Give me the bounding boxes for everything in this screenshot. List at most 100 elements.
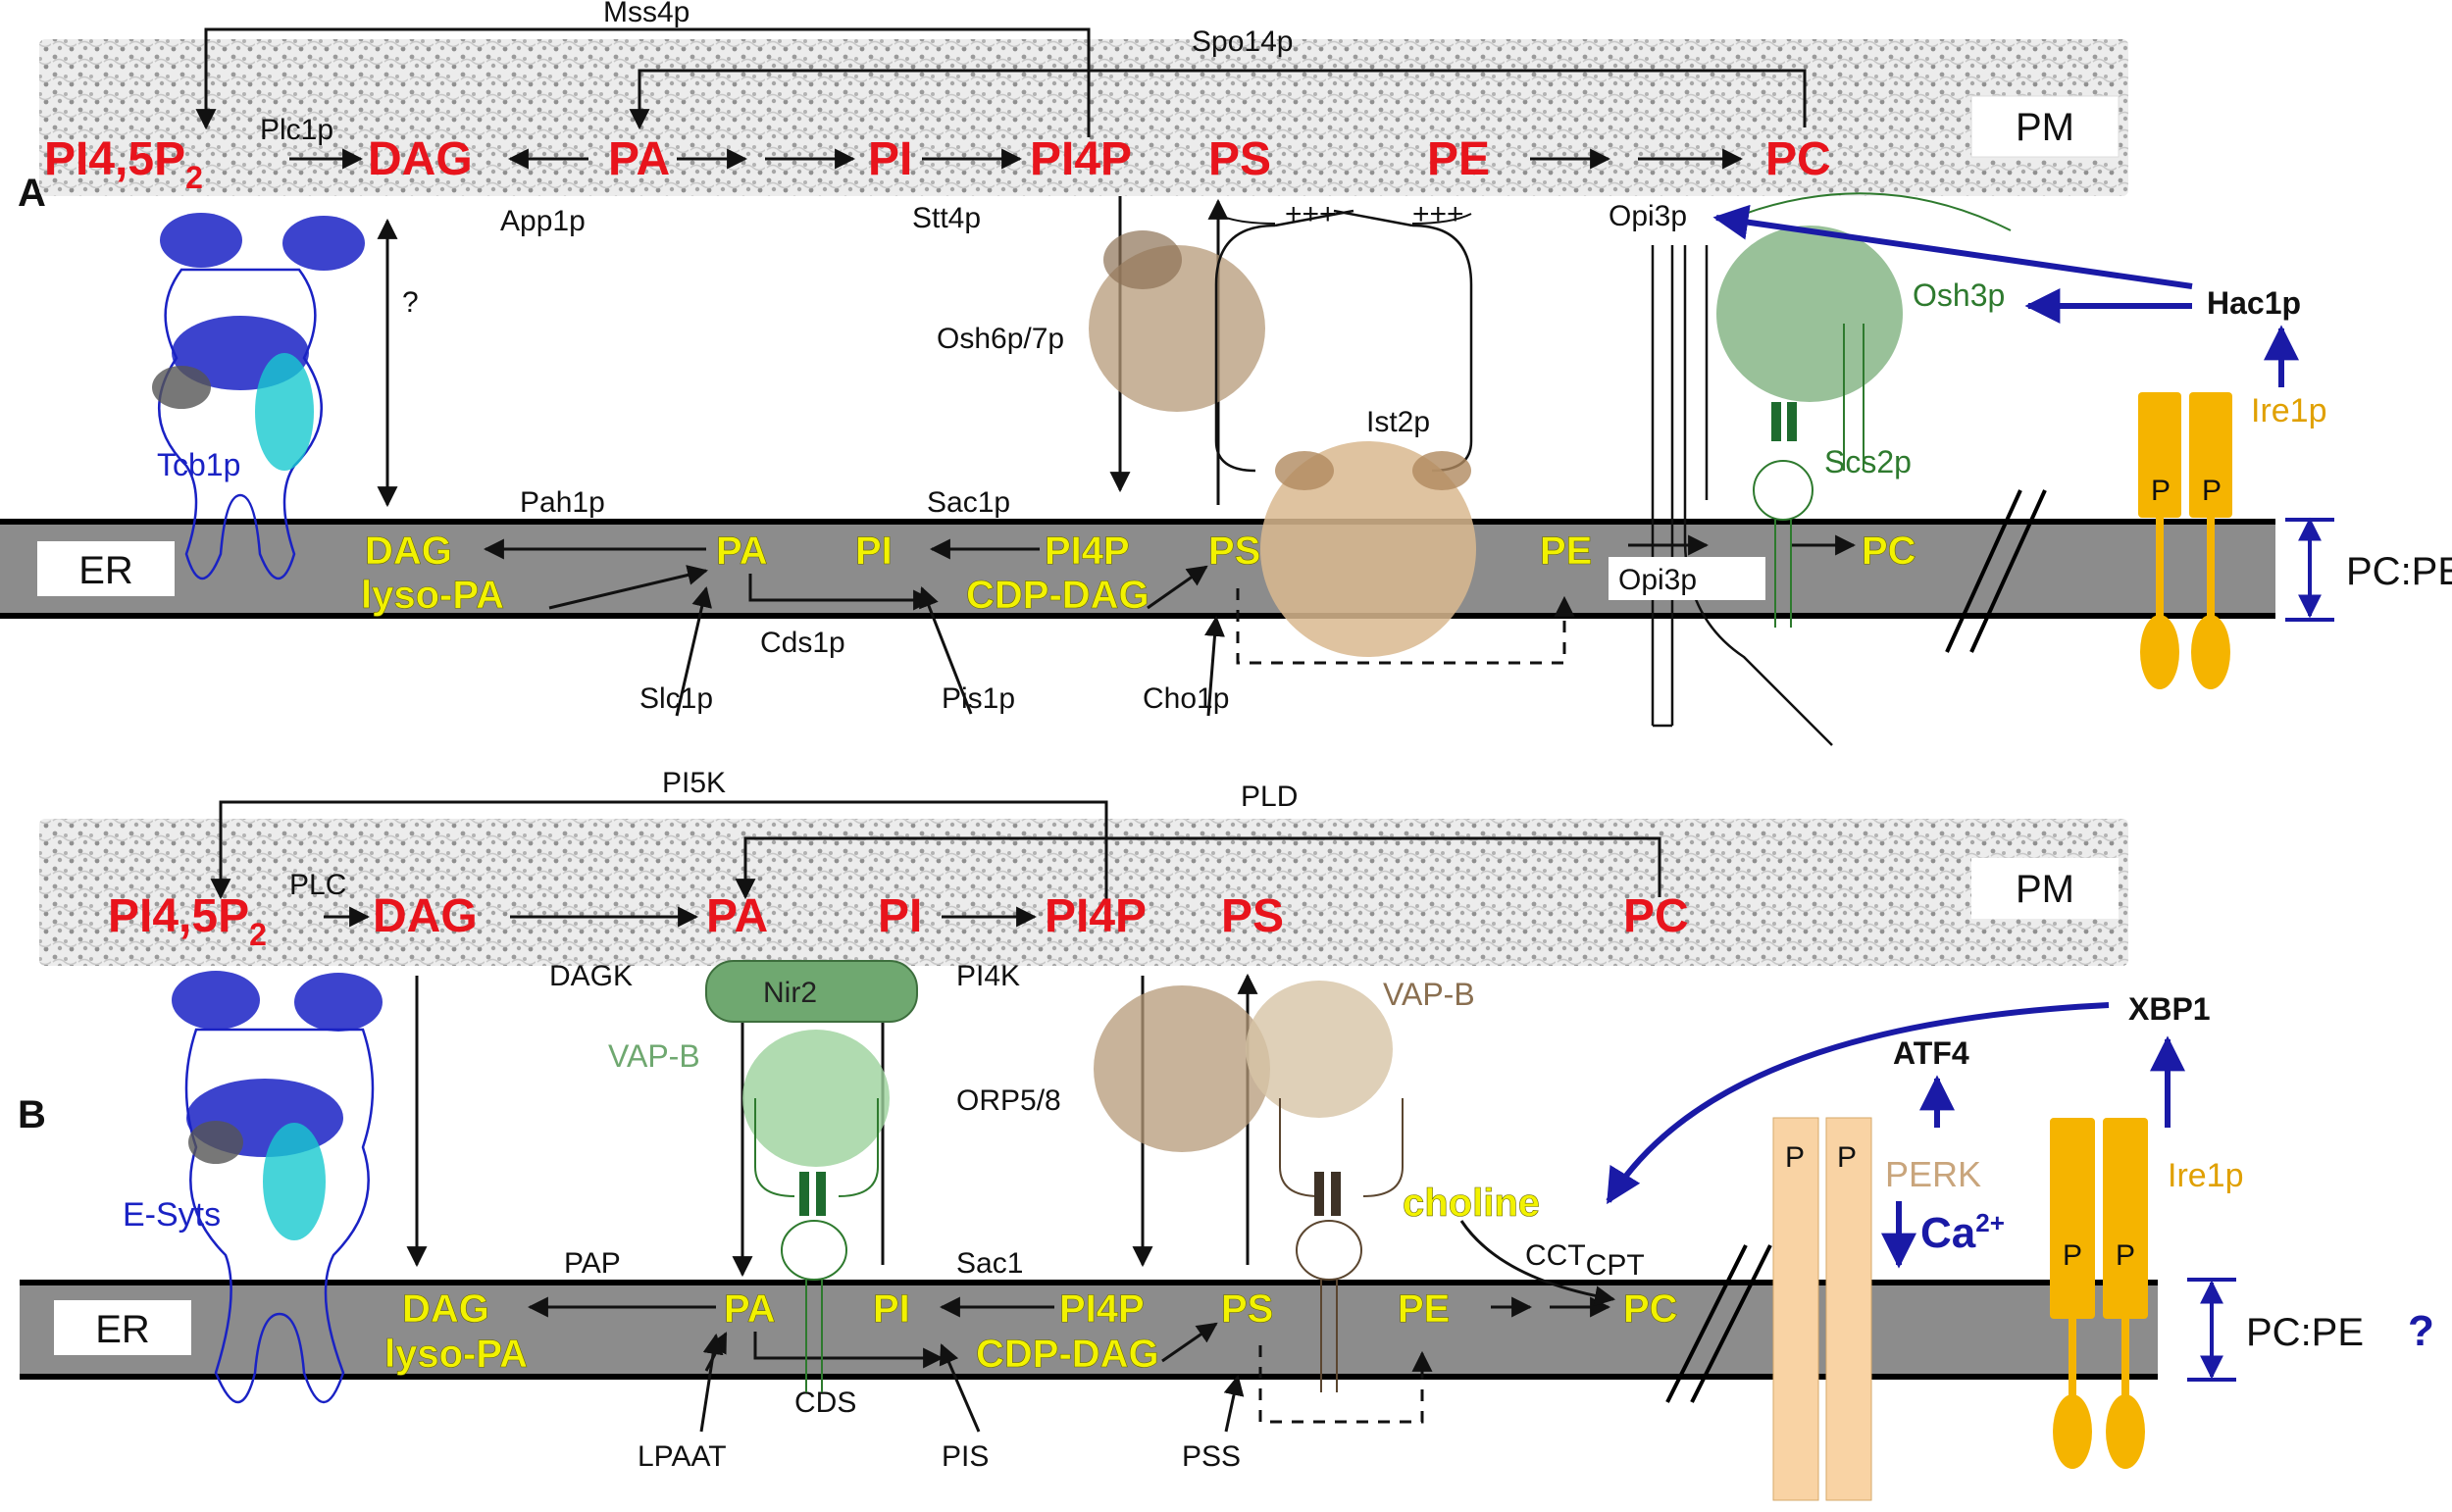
- pm-lipid-pc: PC: [1765, 133, 1831, 185]
- enzyme-stt4p: Stt4p: [912, 202, 981, 234]
- perk-label: PERK: [1885, 1154, 1981, 1194]
- er-lipid-pi4p-b: PI4P: [1059, 1287, 1145, 1331]
- pm-lipid-ps: PS: [1208, 133, 1271, 185]
- plus-right: +++: [1412, 198, 1464, 230]
- er-membrane-a: [0, 522, 2275, 616]
- signal-arrows-b: [1606, 1002, 2236, 1382]
- xbp1-label: XBP1: [2128, 991, 2211, 1027]
- enzyme-plc1p: Plc1p: [260, 114, 333, 146]
- calcium-label: Ca2+: [1920, 1208, 2005, 1257]
- enzyme-pld: PLD: [1241, 781, 1298, 813]
- perk-p1: P: [1785, 1141, 1805, 1174]
- perk-dimer: [1772, 1117, 1872, 1501]
- er-lipid-cdp-dag: CDP-DAG: [966, 574, 1149, 617]
- esyts-label: E-Syts: [123, 1196, 221, 1234]
- ratio-label-a: PC:PE: [2346, 550, 2452, 593]
- question-mark-a: ?: [402, 286, 419, 319]
- pm-lipid-pa-b: PA: [706, 890, 768, 942]
- vap-b-left-label: VAP-B: [608, 1038, 700, 1074]
- esyts-protein: [172, 971, 383, 1404]
- opi3p-er-label: Opi3p: [1618, 564, 1697, 596]
- pm-lipid-pi4p: PI4P: [1030, 133, 1132, 185]
- pm-lipid-ps-b: PS: [1221, 890, 1284, 942]
- er-lipid-ps-b: PS: [1221, 1287, 1273, 1331]
- signal-arrows-a: [1712, 204, 2334, 622]
- pm-lipid-pip2-b: PI4,5P2: [108, 890, 267, 952]
- panel-a: A PM Mss4p Spo14p PI4,5P2 DAG PA PI PI4P…: [0, 0, 2452, 746]
- plus-left: +++: [1285, 198, 1337, 230]
- enzyme-pis: PIS: [942, 1440, 989, 1473]
- enzyme-osh6p-7p: Osh6p/7p: [937, 323, 1064, 355]
- pm-lipid-pi-b: PI: [878, 890, 922, 942]
- mss4p-loop: [195, 27, 1807, 137]
- pi5k-pld-loops: [210, 800, 1661, 902]
- pm-lipid-pi4p-b: PI4P: [1045, 890, 1147, 942]
- enzyme-cds: CDS: [794, 1386, 856, 1419]
- ire1p-label-a: Ire1p: [2251, 392, 2327, 429]
- ire1p-label-b: Ire1p: [2168, 1157, 2244, 1194]
- ist2p-protein: [1214, 209, 1476, 657]
- pm-lipid-dag: DAG: [368, 133, 473, 185]
- ire1-p-right: P: [2202, 475, 2222, 507]
- tcb1p-protein: [152, 213, 365, 580]
- enzyme-cds1p: Cds1p: [760, 627, 845, 659]
- break-mark-b: [1665, 1244, 1772, 1403]
- panel-b-label: B: [18, 1093, 46, 1136]
- enzyme-cho1p: Cho1p: [1143, 682, 1229, 715]
- enzyme-pah1p: Pah1p: [520, 486, 605, 519]
- pm-lipid-pa: PA: [608, 133, 670, 185]
- ire1p-dimer-b: [2050, 1118, 2148, 1469]
- enzyme-dagk: DAGK: [549, 960, 633, 992]
- enzyme-sac1: Sac1: [956, 1247, 1023, 1280]
- ratio-question-b: ?: [2408, 1307, 2434, 1355]
- tcb1p-label: Tcb1p: [157, 447, 240, 482]
- panel-b: B PM PI5K PLD PI4,5P2 DAG PA PI PI4P PS …: [18, 767, 2434, 1501]
- osh3p-protein: [1716, 192, 2012, 628]
- pm-box-b: [1971, 858, 2119, 919]
- opi3p-tubes: [1651, 245, 1833, 746]
- enzyme-pi5k: PI5K: [662, 767, 726, 799]
- enzyme-slc1p: Slc1p: [639, 682, 713, 715]
- pm-lipid-pc-b: PC: [1623, 890, 1689, 942]
- nir2-label: Nir2: [763, 977, 817, 1009]
- pm-lipid-dag-b: DAG: [373, 890, 478, 942]
- pm-membrane-b: [39, 819, 2128, 966]
- er-label-b: ER: [95, 1308, 150, 1351]
- osh6p-structure: [1089, 230, 1265, 412]
- er-lipid-pa: PA: [716, 529, 768, 573]
- er-lipid-pc-b: PC: [1623, 1287, 1678, 1331]
- ire1-p3: P: [2063, 1239, 2082, 1272]
- pm-label-b: PM: [2016, 868, 2074, 911]
- pm-lipid-pi: PI: [868, 133, 912, 185]
- er-lipid-pi-b: PI: [873, 1287, 910, 1331]
- er-lipid-ps: PS: [1208, 529, 1260, 573]
- vap-b-right-label: VAP-B: [1383, 977, 1475, 1012]
- enzyme-lpaat: LPAAT: [638, 1440, 727, 1473]
- enzyme-spo14p: Spo14p: [1192, 25, 1293, 58]
- er-lipid-pe: PE: [1540, 529, 1592, 573]
- er-lipid-pe-b: PE: [1398, 1287, 1450, 1331]
- atf4-label: ATF4: [1893, 1035, 1969, 1071]
- orp5-8-protein: [1094, 981, 1404, 1392]
- er-label-a: ER: [78, 549, 133, 592]
- er-lipid-cdp-dag-b: CDP-DAG: [976, 1333, 1159, 1376]
- ire1p-dimer-a: [2138, 392, 2232, 689]
- er-lipid-pi: PI: [855, 529, 893, 573]
- er-lipid-pc: PC: [1862, 529, 1916, 573]
- ratio-label-b: PC:PE: [2246, 1311, 2364, 1354]
- pm-lipid-pe: PE: [1427, 133, 1490, 185]
- enzyme-plc: PLC: [289, 869, 346, 901]
- enzyme-orp5-8: ORP5/8: [956, 1084, 1061, 1117]
- pm-box-a: [1970, 95, 2120, 158]
- er-lipid-lyso-pa-b: lyso-PA: [384, 1333, 528, 1376]
- er-lipid-lyso-pa: lyso-PA: [361, 574, 504, 617]
- opi3p-pm-label: Opi3p: [1609, 200, 1687, 232]
- enzyme-pss: PSS: [1182, 1440, 1241, 1473]
- enzyme-pi4k: PI4K: [956, 960, 1020, 992]
- enzyme-app1p: App1p: [500, 205, 586, 237]
- ire1-p-left: P: [2151, 475, 2171, 507]
- nir2-protein: [705, 960, 918, 1392]
- er-box-b: [54, 1300, 191, 1355]
- pm-label-a: PM: [2016, 106, 2074, 149]
